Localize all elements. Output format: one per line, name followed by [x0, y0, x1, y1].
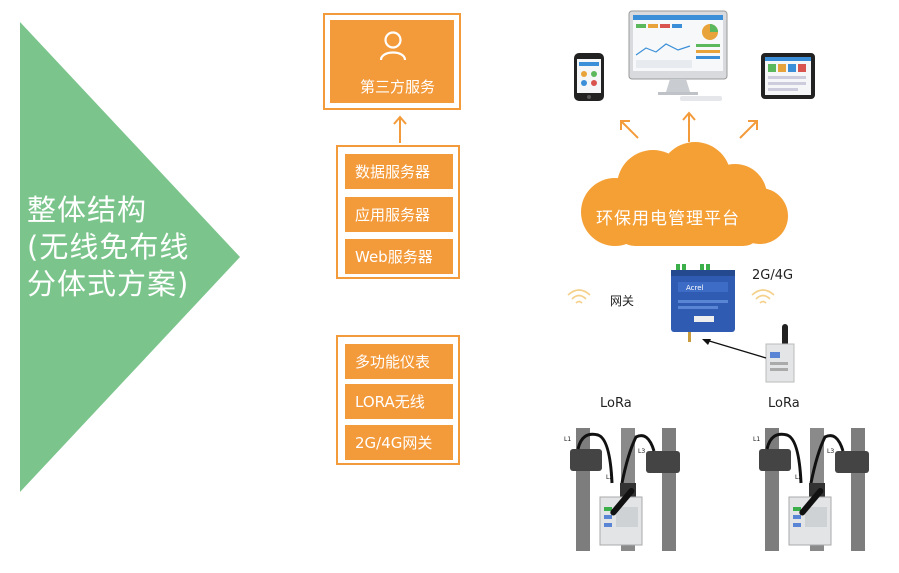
cloud-arrows — [620, 111, 758, 142]
meter-installation-left: L1 L2 L3 — [564, 428, 680, 551]
title-line-2: (无线免布线 — [27, 230, 190, 264]
gateway-label: 网关 — [610, 294, 635, 308]
third-party-group: 第三方服务 — [323, 13, 461, 110]
phone-icon — [574, 53, 604, 101]
svg-text:L1: L1 — [564, 436, 571, 443]
lora-left-label: LoRa — [600, 396, 632, 411]
data-server-box: 数据服务器 — [345, 154, 453, 189]
svg-text:Acrel: Acrel — [686, 284, 704, 292]
server-group: 数据服务器 应用服务器 Web服务器 — [336, 145, 460, 279]
tablet-icon — [761, 53, 815, 99]
gateway-device: Acrel — [671, 264, 735, 342]
svg-text:L1: L1 — [753, 436, 760, 443]
meter-installation-right: L1 L2 L3 — [753, 428, 869, 551]
platform-label: 环保用电管理平台 — [596, 209, 740, 229]
wifi-left-icon — [567, 289, 591, 304]
title-triangle — [20, 22, 240, 492]
app-server-box: 应用服务器 — [345, 197, 453, 232]
lora-box: LORA无线 — [345, 384, 453, 419]
lora-right-label: LoRa — [768, 396, 800, 411]
lora-module — [765, 324, 795, 383]
third-party-label: 第三方服务 — [360, 78, 436, 96]
meter-box: 多功能仪表 — [345, 344, 453, 379]
third-party-box: 第三方服务 — [330, 20, 454, 103]
cloud-shape — [581, 142, 788, 246]
monitor-icon — [628, 10, 728, 101]
svg-text:L3: L3 — [638, 448, 645, 455]
network-label: 2G/4G — [752, 268, 794, 283]
web-server-box: Web服务器 — [345, 239, 453, 274]
wifi-right-icon — [751, 289, 775, 304]
user-icon — [379, 31, 407, 61]
title-line-1: 整体结构 — [27, 193, 148, 227]
title-line-3: 分体式方案) — [27, 267, 190, 301]
device-group: 多功能仪表 LORA无线 2G/4G网关 — [336, 335, 460, 465]
svg-text:L2: L2 — [606, 474, 613, 481]
svg-text:L3: L3 — [827, 448, 834, 455]
svg-text:L2: L2 — [795, 474, 802, 481]
gateway-box: 2G/4G网关 — [345, 425, 453, 460]
arrow-up-icon — [393, 115, 407, 143]
lora-to-gateway-arrow — [702, 339, 767, 359]
